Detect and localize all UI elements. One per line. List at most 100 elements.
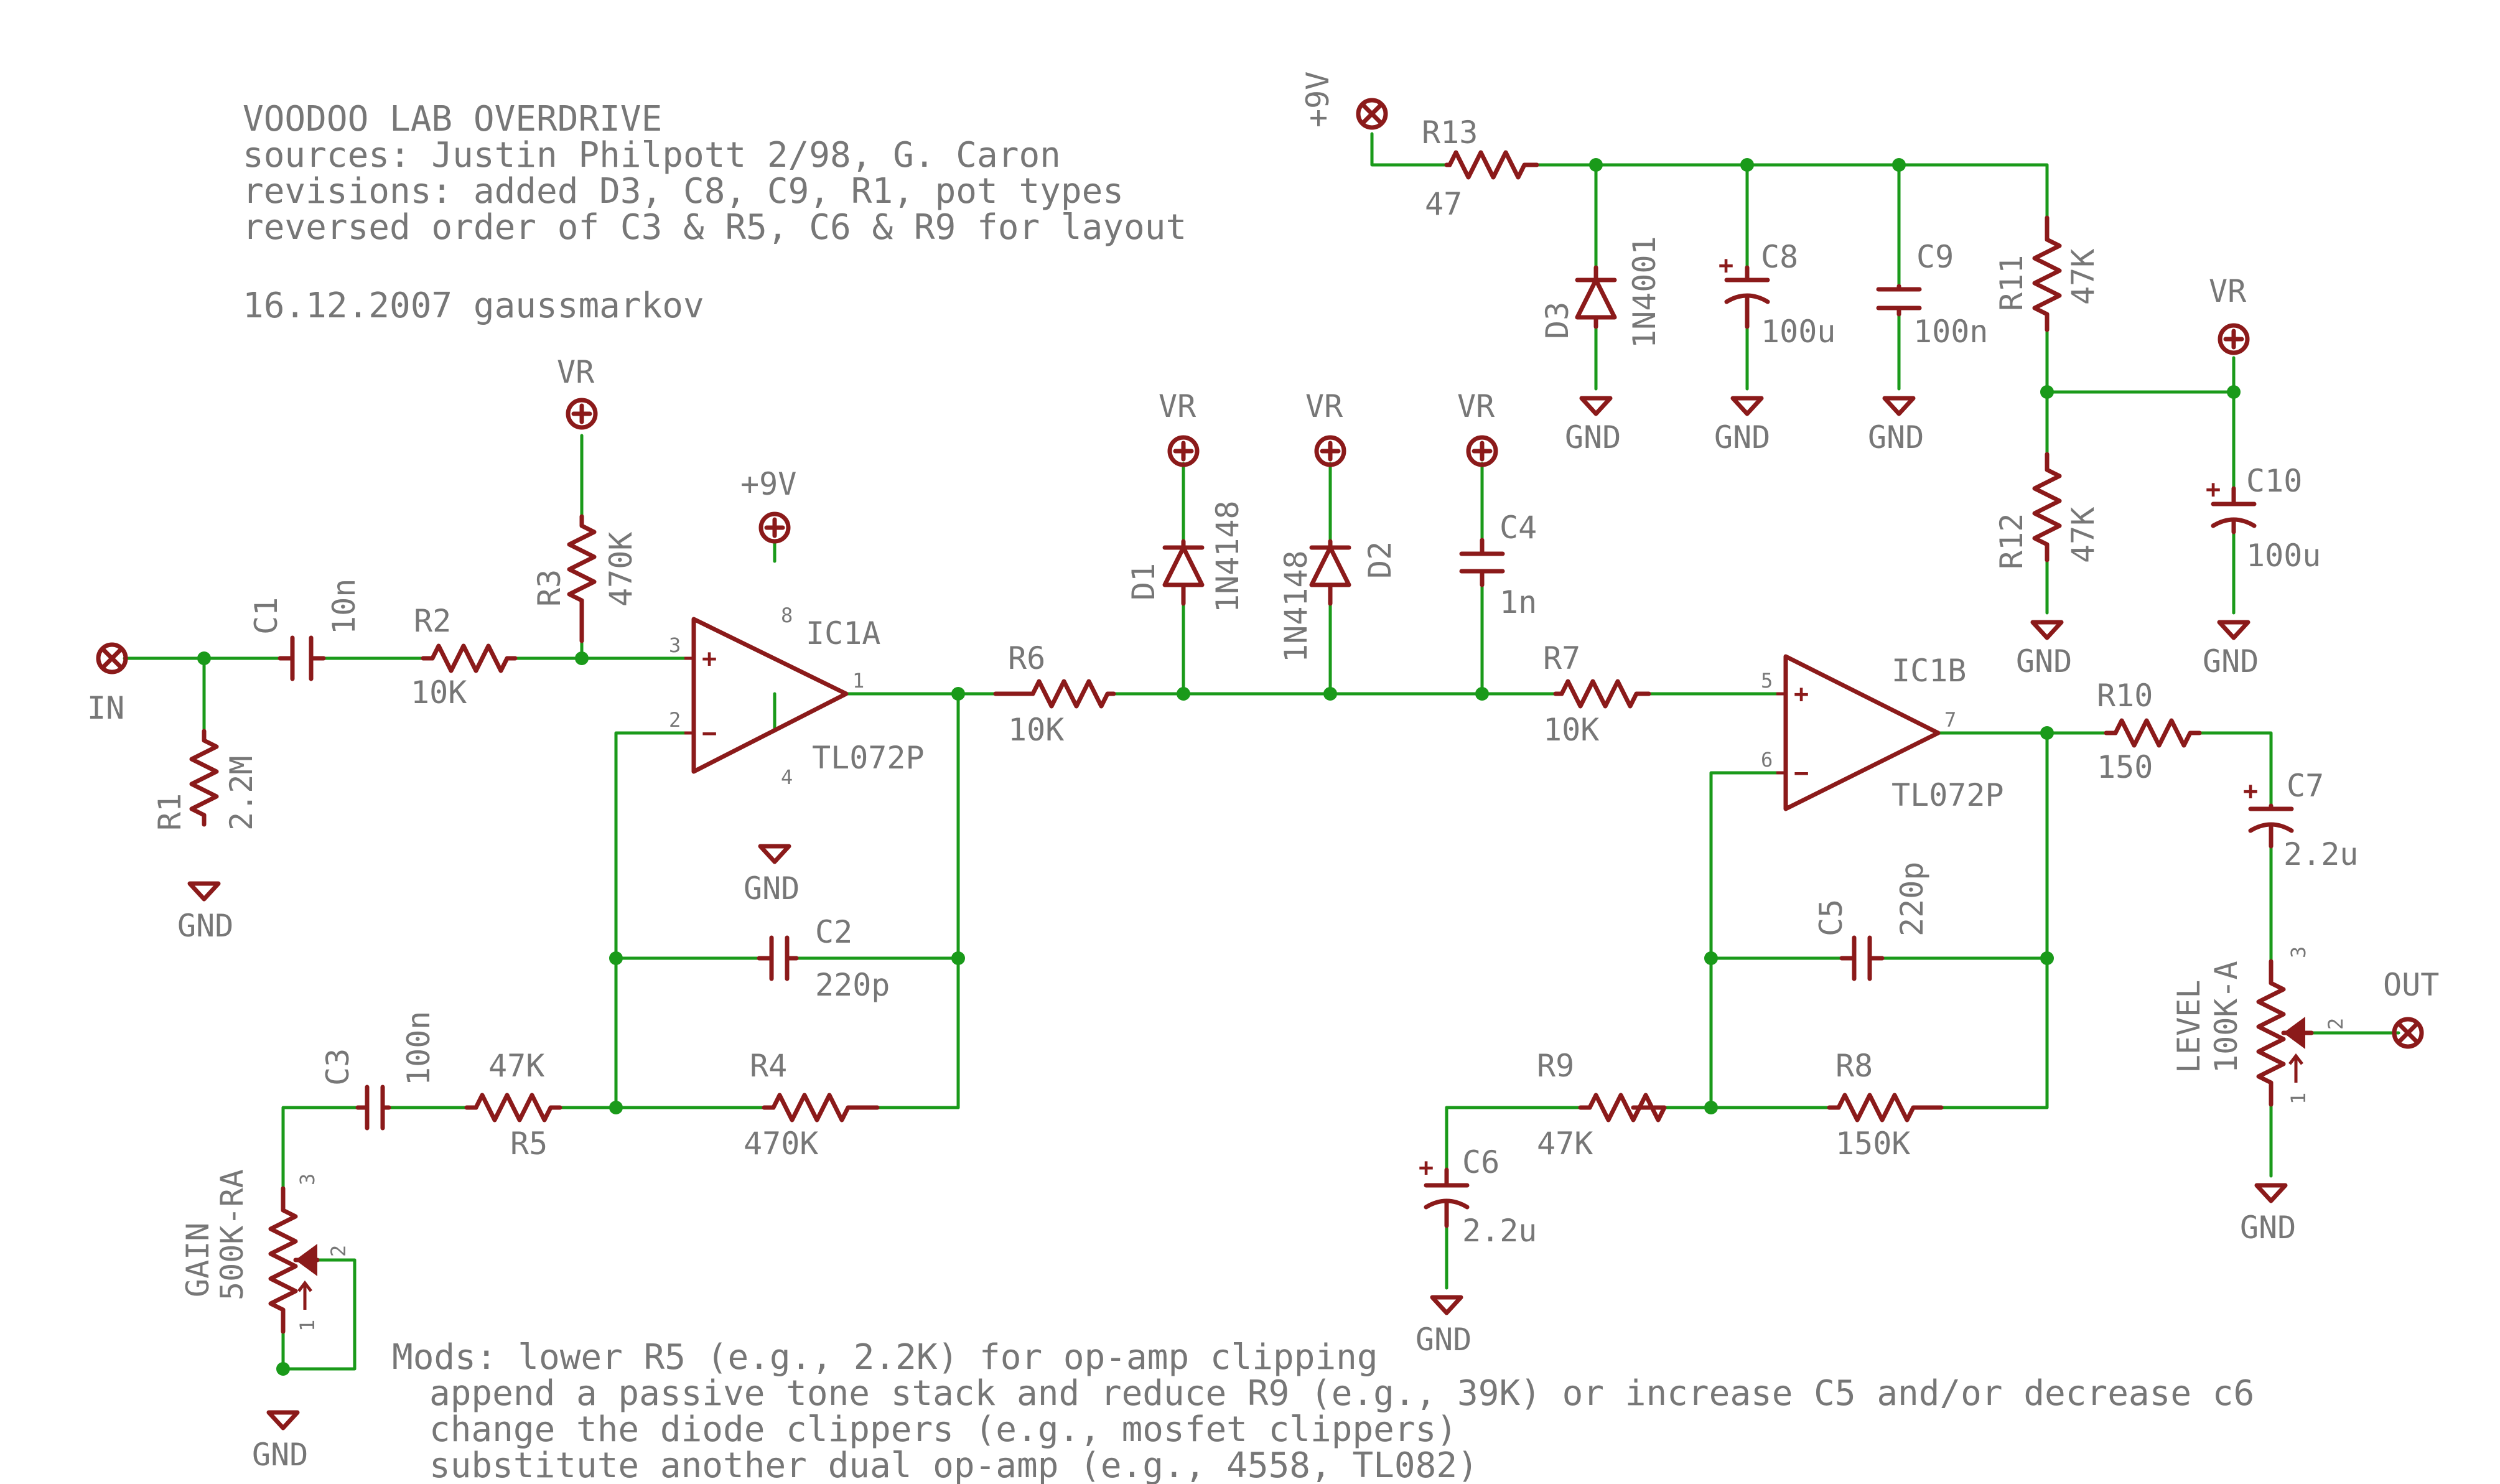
- capacitor-c10: + C10 100u: [2206, 463, 2321, 574]
- v9-symbol-ic1a: +9V: [740, 466, 796, 544]
- opamp-ic1a: + − 3 2 1 8 4 IC1A TL072P: [669, 604, 925, 789]
- junction-dot: [575, 651, 589, 665]
- vr-label: VR: [1457, 388, 1495, 424]
- pin-number: 7: [1944, 708, 1956, 732]
- resistor-value: 150K: [1835, 1126, 1910, 1162]
- resistor-value: 10K: [411, 674, 467, 711]
- v9-label: +9V: [740, 466, 796, 502]
- resistor-label: R1: [152, 793, 188, 831]
- gnd-c9: GND: [1868, 396, 1924, 455]
- resistor-r1: R1 2.2M: [152, 729, 259, 831]
- capacitor-c8: + C8 100u: [1719, 239, 1835, 350]
- capacitor-c9: C9 100n: [1876, 239, 1988, 350]
- opamp-label: IC1B: [1891, 653, 1966, 689]
- pot-label: LEVEL: [2171, 979, 2207, 1073]
- opamp-value: TL072P: [812, 740, 925, 776]
- diode-d2: 1N4148 D2: [1278, 539, 1398, 663]
- diode-value: 1N4148: [1210, 500, 1246, 613]
- pot-value: 100K-A: [2208, 961, 2244, 1073]
- pin-number: 1: [296, 1320, 319, 1332]
- header-reversed: reversed order of C3 & R5, C6 & R9 for l…: [243, 207, 1187, 248]
- resistor-value: 47K: [488, 1048, 544, 1084]
- resistor-r13: R13 47: [1422, 114, 1539, 222]
- pin-number: 5: [1761, 669, 1773, 693]
- capacitor-label: C9: [1916, 239, 1954, 275]
- resistor-r11: R11 47K: [1994, 215, 2101, 332]
- junction-dot: [2040, 385, 2054, 399]
- capacitor-label: C4: [1500, 510, 1537, 546]
- resistor-label: R2: [414, 603, 451, 639]
- mods-line-3: change the diode clippers (e.g., mosfet …: [429, 1409, 1457, 1450]
- gnd-c8: GND: [1714, 396, 1770, 455]
- resistor-label: R13: [1422, 114, 1478, 151]
- diode-label: D1: [1126, 563, 1162, 600]
- v9-supply-jack: +9V: [1300, 72, 1388, 130]
- gnd-c6: GND: [1416, 1295, 1472, 1358]
- resistor-r6: R6 10K: [993, 640, 1116, 748]
- mods-notes: Mods: lower R5 (e.g., 2.2K) for op-amp c…: [392, 1337, 2254, 1484]
- resistor-label: R4: [750, 1048, 787, 1084]
- gnd-ic1a: GND: [744, 844, 800, 907]
- v9-supply-label: +9V: [1300, 72, 1336, 128]
- resistor-label: R7: [1543, 640, 1580, 676]
- resistor-r8: R8 150K: [1827, 1048, 1944, 1162]
- gnd-label: GND: [744, 870, 800, 907]
- diode-d3: D3 1N4001: [1539, 236, 1663, 348]
- gnd-label: GND: [2016, 643, 2072, 679]
- resistor-value: 10K: [1008, 712, 1064, 748]
- vr-label: VR: [1159, 388, 1196, 424]
- minus-sign: −: [702, 719, 717, 748]
- vr-label: VR: [557, 354, 595, 390]
- gnd-label: GND: [1868, 419, 1924, 455]
- resistor-label: R10: [2097, 678, 2153, 714]
- capacitor-label: C2: [815, 914, 852, 950]
- mods-line-4: substitute another dual op-amp (e.g., 45…: [429, 1445, 1478, 1484]
- header-title: VOODOO LAB OVERDRIVE: [243, 99, 662, 139]
- header-notes: VOODOO LAB OVERDRIVE sources: Justin Phi…: [243, 99, 1187, 326]
- junction-dot: [1589, 158, 1603, 172]
- pin-number: 8: [781, 604, 793, 627]
- vr-symbol-c4: VR: [1457, 388, 1498, 467]
- diode-value: 1N4148: [1278, 550, 1314, 663]
- polarity-sign: +: [1719, 251, 1733, 280]
- resistor-value: 10K: [1543, 712, 1599, 748]
- resistor-value: 47: [1425, 186, 1462, 222]
- gnd-r12: GND: [2016, 620, 2072, 679]
- resistor-r2: R2 10K: [411, 603, 518, 711]
- junction-dot: [609, 1101, 623, 1114]
- pin-number: 2: [327, 1245, 350, 1257]
- vr-label: VR: [2209, 273, 2247, 309]
- gnd-label: GND: [2240, 1210, 2296, 1246]
- capacitor-label: C8: [1761, 239, 1798, 275]
- capacitor-label: C3: [320, 1048, 356, 1086]
- opamp-value: TL072P: [1891, 777, 2004, 813]
- pin-number: 1: [852, 669, 864, 693]
- capacitor-c5: C5 220p: [1813, 862, 1930, 981]
- junctions: [197, 158, 2241, 1376]
- resistor-r9: R9 47K: [1537, 1048, 1667, 1162]
- resistor-label: R3: [531, 569, 567, 607]
- junction-dot: [2040, 951, 2054, 965]
- resistor-label: R11: [1994, 255, 2030, 311]
- pin-number: 3: [2287, 946, 2310, 958]
- resistor-value: 47K: [2065, 249, 2101, 305]
- capacitor-label: C7: [2287, 768, 2324, 804]
- resistor-value: 470K: [603, 532, 639, 607]
- resistor-r7: R7 10K: [1543, 640, 1651, 748]
- capacitor-c1: C1 10n: [248, 579, 362, 681]
- polarity-sign: +: [2206, 475, 2221, 504]
- junction-dot: [1892, 158, 1906, 172]
- pin-number: 1: [2287, 1093, 2310, 1104]
- capacitor-value: 2.2u: [2283, 836, 2358, 872]
- out-label: OUT: [2383, 967, 2439, 1003]
- pot-label: GAIN: [180, 1223, 216, 1297]
- junction-dot: [2040, 726, 2054, 740]
- pin-number: 6: [1761, 748, 1773, 772]
- gnd-level: GND: [2240, 1183, 2296, 1246]
- resistor-r12: R12 47K: [1994, 452, 2101, 569]
- junction-dot: [609, 951, 623, 965]
- junction-dot: [951, 951, 965, 965]
- resistor-value: 470K: [744, 1126, 818, 1162]
- junction-dot: [1475, 687, 1489, 701]
